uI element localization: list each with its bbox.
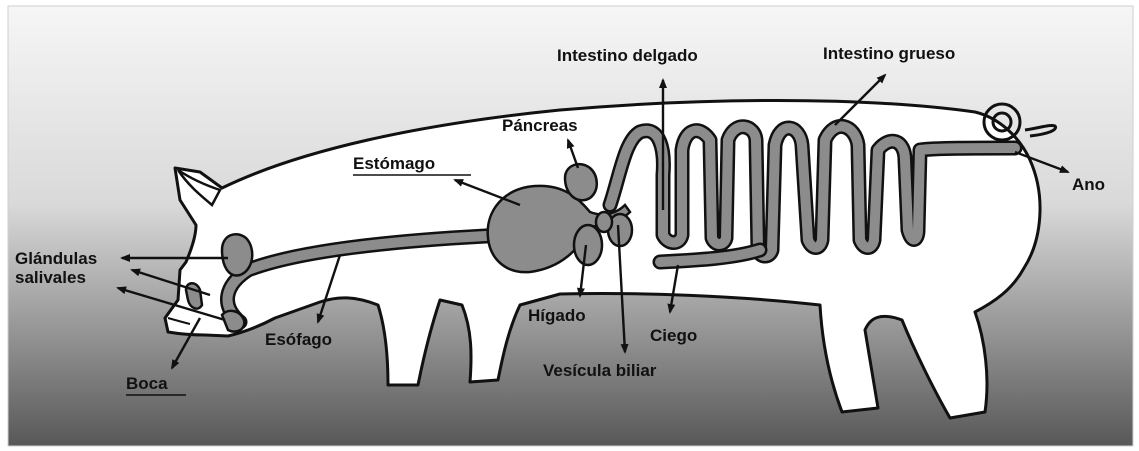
label-vesicula-biliar: Vesícula biliar	[543, 361, 657, 380]
label-esofago: Esófago	[265, 330, 332, 349]
label-salivales: salivales	[15, 268, 86, 287]
label-higado: Hígado	[528, 306, 586, 325]
label-intestino-delgado: Intestino delgado	[557, 46, 698, 65]
label-boca: Boca	[126, 374, 168, 393]
label-glandulas: Glándulas	[15, 249, 97, 268]
label-pancreas: Páncreas	[502, 116, 578, 135]
label-ciego: Ciego	[650, 326, 697, 345]
label-ano: Ano	[1072, 175, 1105, 194]
label-estomago: Estómago	[353, 154, 435, 173]
label-intestino-grueso: Intestino grueso	[823, 44, 955, 63]
